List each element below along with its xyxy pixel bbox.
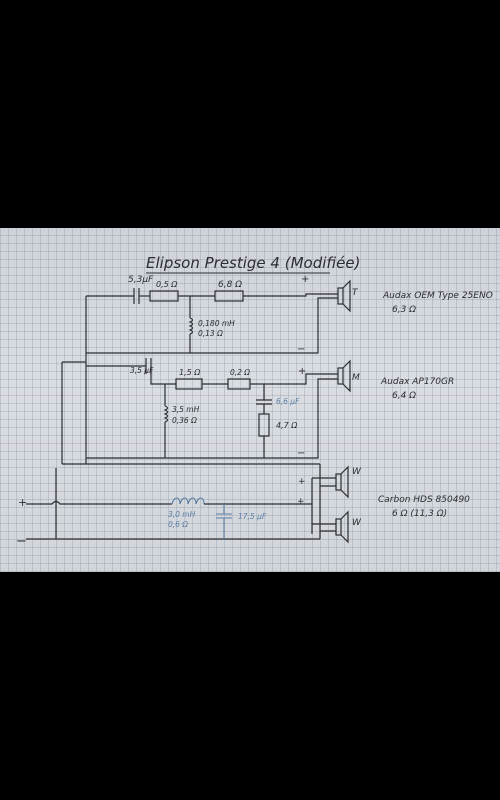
mid-symbol-letter: M [352,373,360,383]
schematic-photo: Elipson Prestige 4 (Modifiée) 5,3µF 0,5 … [0,228,500,572]
woofer-plus-mark: + [297,497,305,507]
mid-resistor-1-label: 1,5 Ω [179,368,201,377]
input-minus-terminal: − [16,534,27,549]
schematic-title: Elipson Prestige 4 (Modifiée) [146,254,360,272]
woofer-inductor-value: 3,0 mH [168,510,196,519]
tweeter-inductor-resistance: 0,13 Ω [198,329,223,338]
tweeter-resistor-1 [149,290,179,302]
woofer-inductor-resistance: 0,6 Ω [168,520,188,529]
mid-shunt-inductor [163,405,169,423]
woofer1-plus-mark: + [298,477,306,487]
tweeter-driver-symbol [337,279,351,313]
mid-minus-mark: − [297,448,305,459]
tweeter-driver-impedance: 6,3 Ω [392,305,416,315]
tweeter-resistor-2 [214,290,244,302]
tweeter-plus-mark: + [301,274,309,285]
input-plus-terminal: + [18,496,27,509]
woofer1-symbol-letter: W [352,467,362,477]
tweeter-driver-name: Audax OEM Type 25ENO [382,291,493,301]
mid-resistor-2-label: 0,2 Ω [230,368,250,377]
tweeter-capacitor [133,288,140,304]
mid-driver-symbol [337,359,351,393]
mid-driver-impedance: 6,4 Ω [392,391,416,401]
mid-inductor-resistance: 0,36 Ω [172,416,197,425]
woofer-shunt-capacitor [216,504,232,539]
mid-capacitor-label: 3,5 µF [130,366,154,375]
woofer-series-inductor [171,497,205,505]
crossover-schematic: Elipson Prestige 4 (Modifiée) 5,3µF 0,5 … [16,254,493,549]
mid-shunt-capacitor-label: 6,6 µF [276,397,300,406]
tweeter-inductor-value: 0,180 mH [198,319,235,328]
woofer2-symbol-letter: W [352,518,362,528]
woofer-driver-name: Carbon HDS 850490 [378,495,470,505]
tweeter-resistor-2-label: 6,8 Ω [218,280,242,290]
tweeter-capacitor-label: 5,3µF [128,275,154,285]
mid-resistor-1 [175,378,203,390]
woofer-capacitor-label: 17,5 µF [238,512,267,521]
woofer-driver-impedance: 6 Ω (11,3 Ω) [392,509,447,519]
mid-shunt-resistor [258,413,270,437]
mid-shunt-capacitor [256,399,272,405]
mid-inductor-value: 3,5 mH [172,405,200,414]
tweeter-minus-mark: − [297,344,305,355]
mid-shunt-resistor-label: 4,7 Ω [276,421,298,430]
mid-return-wire [86,378,338,459]
tweeter-resistor-1-label: 0,5 Ω [156,280,178,289]
woofer-driver-symbol-1 [335,465,349,499]
tweeter-shunt-inductor [188,317,194,335]
mid-plus-mark: + [298,366,306,377]
tweeter-return-wire [86,297,338,354]
mid-driver-name: Audax AP170GR [380,377,454,387]
tweeter-symbol-letter: T [352,288,359,298]
tweeter-plus-wire [243,293,338,297]
mid-resistor-2 [227,378,251,390]
mid-plus-wire [250,373,338,385]
input-plus-wire [26,500,172,505]
woofer-driver-symbol-2 [335,510,349,544]
